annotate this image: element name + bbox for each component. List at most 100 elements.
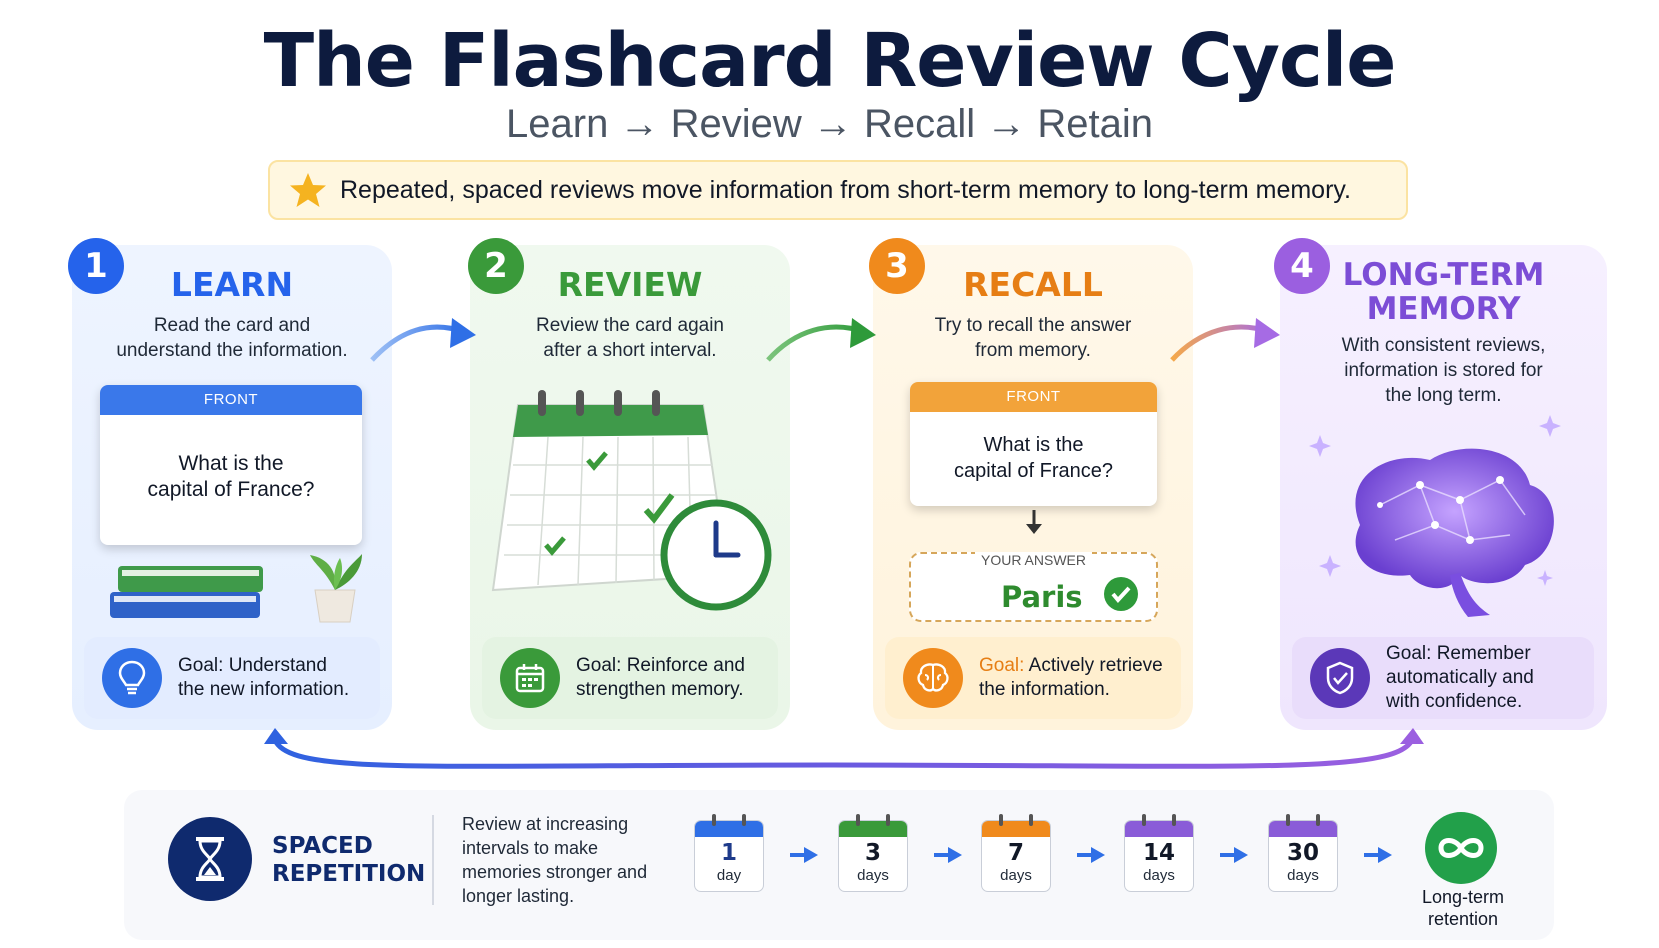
goal-line: Actively retrieve — [1028, 655, 1163, 676]
flashcard-question: What is the capital of France? — [910, 432, 1157, 484]
calendar-header — [982, 821, 1050, 837]
page-subtitle: Learn → Review → Recall → Retain — [506, 102, 1153, 146]
arrow-right-icon — [1220, 847, 1248, 863]
goal-box-recall: Goal: Actively retrieve the information. — [885, 637, 1181, 719]
answer-box: YOUR ANSWER Paris — [909, 552, 1158, 622]
calendar-ring — [886, 814, 890, 826]
spaced-repetition-title: SPACED REPETITION — [272, 832, 425, 888]
calendar-clock-icon — [491, 390, 772, 611]
step-title-recall: RECALL — [963, 265, 1103, 304]
interval-number: 1 — [720, 840, 737, 866]
goal-text: Goal: Actively retrieve the information. — [979, 654, 1179, 702]
calendar-ring — [856, 814, 860, 826]
calendar-header — [1269, 821, 1337, 837]
sr-title-line: REPETITION — [272, 861, 426, 887]
arrow-right-icon — [790, 847, 818, 863]
goal-text: Goal: Reinforce and strengthen memory. — [576, 654, 776, 702]
retention-line: Long-term — [1421, 887, 1505, 907]
step-title-review: REVIEW — [557, 265, 703, 304]
interval-unit: days — [1287, 867, 1319, 884]
answer-value: Paris — [1001, 580, 1083, 614]
goal-line: Understand — [228, 655, 327, 676]
interval-unit: days — [1000, 867, 1032, 884]
question-line: capital of France? — [954, 460, 1113, 482]
calendar-header — [839, 821, 907, 837]
step-number-4: 4 — [1274, 238, 1330, 294]
calendar-ring — [712, 814, 716, 826]
question-line: What is the — [178, 452, 284, 475]
banner-text: Repeated, spaced reviews move informatio… — [340, 175, 1351, 204]
goal-line: Remember — [1436, 643, 1531, 664]
step-title-learn: LEARN — [170, 265, 294, 304]
calendar-ring — [1172, 814, 1176, 826]
calendar-ring — [999, 814, 1003, 826]
goal-line: Reinforce and — [626, 655, 745, 676]
step-desc-review: Review the card again after a short inte… — [470, 313, 790, 363]
desc-line: the long term. — [1385, 385, 1502, 406]
desc-line: Read the card and — [153, 315, 311, 336]
arrow-right-icon — [1364, 847, 1392, 863]
goal-prefix: Goal: — [979, 655, 1025, 676]
interval-number: 7 — [1007, 840, 1024, 866]
flashcard-front-label: FRONT — [910, 382, 1157, 412]
divider — [432, 815, 434, 905]
step-title-long-term-memory: LONG-TERM MEMORY — [1280, 258, 1607, 326]
calendar-header — [695, 821, 763, 837]
lightbulb-icon — [102, 648, 162, 708]
calendar-ring — [1316, 814, 1320, 826]
calendar-ring — [1286, 814, 1290, 826]
interval-unit: days — [1143, 867, 1175, 884]
calendar-ring — [1142, 814, 1146, 826]
goal-line: the information. — [979, 679, 1110, 700]
spaced-repetition-desc: Review at increasing intervals to make m… — [462, 814, 648, 906]
flashcard-front-label: FRONT — [100, 385, 362, 415]
step-desc-learn: Read the card and understand the informa… — [72, 313, 392, 363]
step-desc-recall: Try to recall the answer from memory. — [873, 313, 1193, 363]
flashcard-recall: FRONT What is the capital of France? — [910, 382, 1157, 506]
desc-line: Review the card again — [536, 315, 724, 336]
brain-icon — [1309, 415, 1561, 617]
calendar-icon — [500, 648, 560, 708]
goal-line: with confidence. — [1386, 691, 1523, 712]
answer-label: YOUR ANSWER — [911, 552, 1156, 568]
goal-prefix: Goal: — [576, 655, 622, 676]
goal-text: Goal: Understand the new information. — [178, 654, 378, 702]
calendar-ring — [1029, 814, 1033, 826]
goal-prefix: Goal: — [178, 655, 224, 676]
step-desc-long-term-memory: With consistent reviews, information is … — [1280, 333, 1607, 408]
step-title-line: LONG-TERM — [1342, 257, 1545, 293]
goal-text: Goal: Remember automatically and with co… — [1386, 642, 1586, 714]
desc-line: Try to recall the answer — [934, 315, 1132, 336]
step-number-1: 1 — [68, 238, 124, 294]
goal-line: automatically and — [1386, 667, 1534, 688]
calendar-header — [1125, 821, 1193, 837]
goal-line: the new information. — [178, 679, 350, 700]
step-number-2: 2 — [468, 238, 524, 294]
desc-line: understand the information. — [116, 340, 348, 361]
goal-box-long-term-memory: Goal: Remember automatically and with co… — [1292, 637, 1594, 719]
desc-line: With consistent reviews, — [1341, 335, 1546, 356]
shield-check-icon — [1310, 648, 1370, 708]
desc-line: after a short interval. — [543, 340, 717, 361]
retention-line: retention — [1427, 909, 1499, 929]
interval-unit: days — [857, 867, 889, 884]
arrow-right-icon — [934, 847, 962, 863]
desc-line: from memory. — [975, 340, 1091, 361]
brain-small-icon — [903, 648, 963, 708]
desc-line: information is stored for — [1344, 360, 1543, 381]
infinity-icon — [1425, 812, 1497, 884]
books-plant-icon — [110, 554, 362, 623]
check-circle-icon — [1104, 577, 1138, 611]
arrow-down-icon — [1026, 510, 1042, 534]
step-title-line: MEMORY — [1366, 291, 1521, 327]
flashcard-question: What is the capital of France? — [100, 451, 362, 503]
long-term-retention-label: Long-term retention — [1398, 886, 1528, 930]
goal-prefix: Goal: — [1386, 643, 1432, 664]
interval-number: 14 — [1142, 840, 1175, 866]
